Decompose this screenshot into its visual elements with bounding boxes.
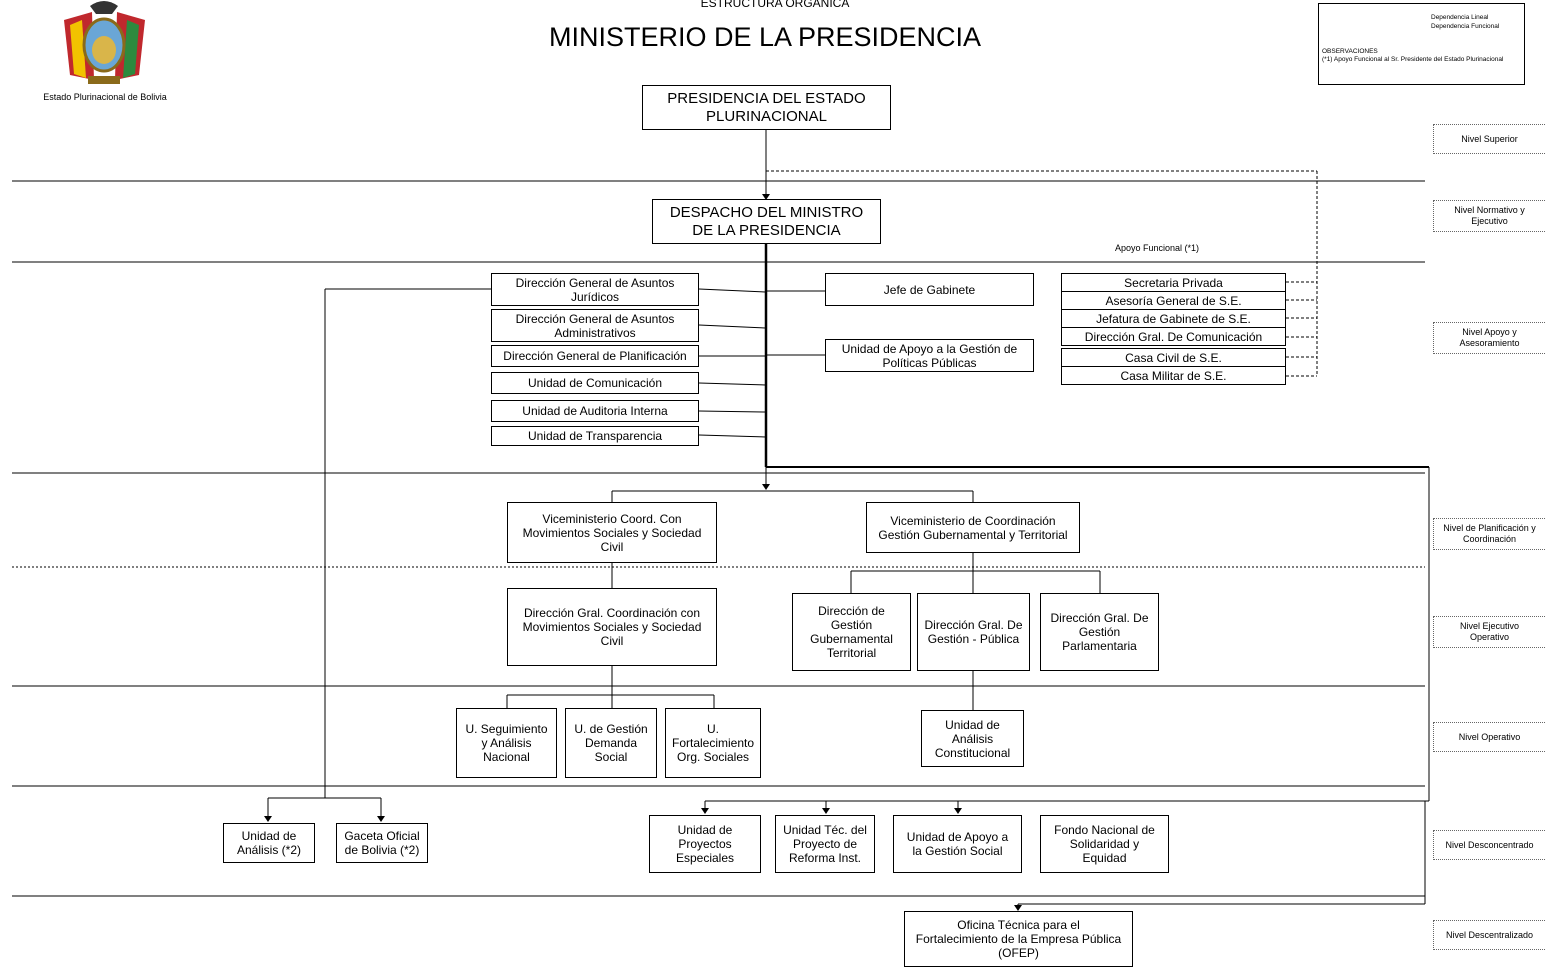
legend-lineal-label: Dependencia Lineal (1431, 14, 1489, 21)
arrowhead (1014, 905, 1022, 911)
box-dg-administrativos: Dirección General de Asuntos Administrat… (491, 309, 699, 342)
arrowhead (822, 808, 830, 814)
legend-funcional-label: Dependencia Funcional (1431, 23, 1500, 30)
box-u-comunicacion: Unidad de Comunicación (491, 372, 699, 394)
arrowhead (762, 194, 770, 200)
level-apoyo: Nivel Apoyo y Asesoramiento (1433, 322, 1545, 354)
box-u-analisis-constitucional: Unidad de Análisis Constitucional (921, 710, 1024, 767)
level-normativo: Nivel Normativo y Ejecutivo (1433, 200, 1545, 232)
connector (698, 410, 767, 413)
box-dg-parlamentaria: Dirección Gral. De Gestión Parlamentaria (1040, 593, 1159, 671)
level-planificacion: Nivel de Planificación y Coordinación (1433, 518, 1545, 550)
legend-observations-title: OBSERVACIONES (1322, 48, 1378, 55)
box-vm-gubernamental: Viceministerio de Coordinación Gestión G… (866, 502, 1080, 553)
connector (698, 434, 767, 438)
box-gaceta-oficial: Gaceta Oficial de Bolivia (*2) (336, 823, 428, 863)
level-descentralizado: Nivel Descentralizado (1433, 920, 1545, 950)
arrowhead (954, 808, 962, 814)
arrowhead (762, 484, 770, 490)
legend-box: Dependencia Lineal Dependencia Funcional… (1318, 3, 1525, 85)
box-u-fortalecimiento: U. Fortalecimiento Org. Sociales (665, 708, 761, 778)
box-dg-gubernamental: Dirección de Gestión Gubernamental Terri… (792, 593, 911, 671)
box-casa-militar: Casa Militar de S.E. (1061, 366, 1286, 385)
box-ofep: Oficina Técnica para el Fortalecimiento … (904, 911, 1133, 967)
level-ejecutivo: Nivel Ejecutivo Operativo (1433, 616, 1545, 648)
box-jefatura-gabinete: Jefatura de Gabinete de S.E. (1061, 309, 1286, 328)
chart-subtitle: ESTRUCTURA ORGANICA (700, 0, 850, 10)
chart-title: MINISTERIO DE LA PRESIDENCIA (548, 22, 982, 52)
box-dg-publica: Dirección Gral. De Gestión - Pública (917, 593, 1030, 671)
box-u-tecnica: Unidad Téc. del Proyecto de Reforma Inst… (775, 815, 875, 873)
level-operativo: Nivel Operativo (1433, 722, 1545, 752)
box-u-apoyo-social: Unidad de Apoyo a la Gestión Social (893, 815, 1022, 873)
box-dg-planificacion: Dirección General de Planificación (491, 345, 699, 367)
box-jefe-gabinete: Jefe de Gabinete (825, 273, 1034, 306)
apoyo-funcional-note: Apoyo Funcional (*1) (1115, 243, 1200, 253)
coat-of-arms-icon (64, 1, 145, 84)
arrowhead (701, 808, 709, 814)
level-superior: Nivel Superior (1433, 124, 1545, 154)
box-dg-juridicos: Dirección General de Asuntos Jurídicos (491, 273, 699, 306)
box-despacho: DESPACHO DEL MINISTRO DE LA PRESIDENCIA (652, 199, 881, 244)
box-casa-civil: Casa Civil de S.E. (1061, 348, 1286, 367)
level-desconcentrado: Nivel Desconcentrado (1433, 830, 1545, 860)
box-secretaria-privada: Secretaria Privada (1061, 273, 1286, 292)
emblem-caption: Estado Plurinacional de Bolivia (43, 92, 167, 102)
box-u-demanda: U. de Gestión Demanda Social (565, 708, 657, 778)
box-u-proyectos: Unidad de Proyectos Especiales (649, 815, 761, 873)
box-asesoria-general: Asesoría General de S.E. (1061, 291, 1286, 310)
box-fondo-nacional: Fondo Nacional de Solidaridad y Equidad (1040, 815, 1169, 873)
box-u-transparencia: Unidad de Transparencia (491, 426, 699, 446)
connector (698, 382, 767, 386)
box-u-auditoria: Unidad de Auditoria Interna (491, 400, 699, 422)
box-u-analisis: Unidad de Análisis (*2) (223, 823, 315, 863)
arrowhead (377, 816, 385, 822)
box-dg-movimientos: Dirección Gral. Coordinación con Movimie… (507, 588, 717, 666)
box-u-seguimiento: U. Seguimiento y Análisis Nacional (456, 708, 557, 778)
connector (698, 324, 767, 329)
arrowhead (264, 816, 272, 822)
box-u-apoyo-politicas: Unidad de Apoyo a la Gestión de Política… (825, 339, 1034, 372)
box-vm-movimientos: Viceministerio Coord. Con Movimientos So… (507, 502, 717, 563)
legend-observations-text: (*1) Apoyo Funcional al Sr. Presidente d… (1322, 56, 1504, 63)
connector (698, 288, 767, 293)
box-presidencia: PRESIDENCIA DEL ESTADO PLURINACIONAL (642, 85, 891, 130)
box-dir-comunicacion: Dirección Gral. De Comunicación (1061, 327, 1286, 346)
